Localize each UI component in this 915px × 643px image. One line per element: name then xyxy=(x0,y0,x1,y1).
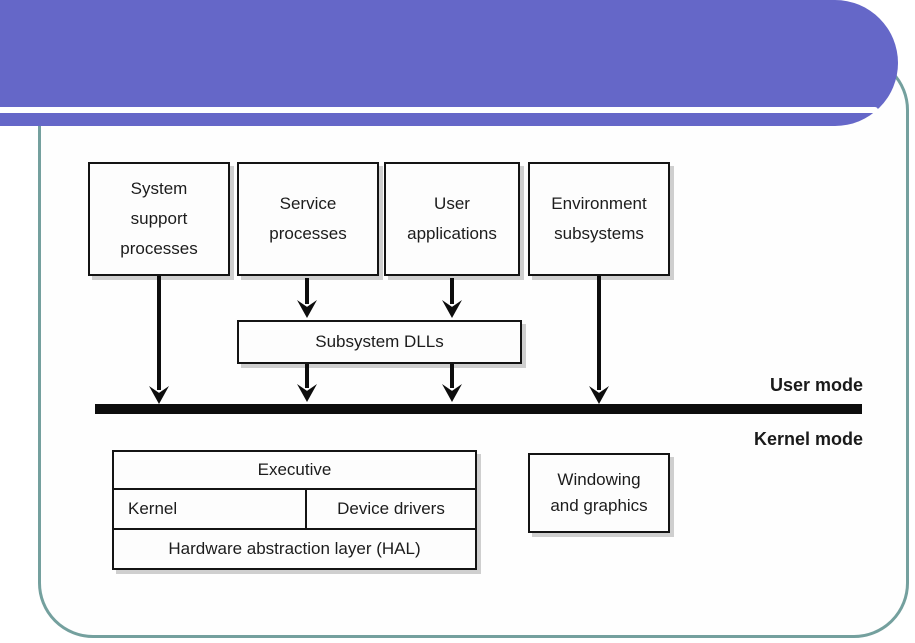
arrow-environment-shaft xyxy=(597,276,601,390)
box-device-drivers: Device drivers xyxy=(337,499,445,518)
box-environment-subsystems: Environment subsystems xyxy=(528,162,670,276)
title-banner xyxy=(0,0,898,126)
kernel-stack-middle-row: Kernel Device drivers xyxy=(112,488,477,530)
user-mode-label: User mode xyxy=(769,375,863,395)
arrow-service-to-dlls-shaft xyxy=(305,278,309,304)
box-windowing-graphics: Windowing and graphics xyxy=(528,453,670,533)
kernel-stack: Executive Kernel Device drivers Hardware… xyxy=(112,450,477,570)
box-service-processes: Service processes xyxy=(237,162,379,276)
arrow-dlls-left-shaft xyxy=(305,364,309,388)
box-user-applications: User applications xyxy=(384,162,520,276)
box-subsystem-dlls: Subsystem DLLs xyxy=(237,320,522,364)
box-hal: Hardware abstraction layer (HAL) xyxy=(112,528,477,570)
box-system-support-processes: System support processes xyxy=(88,162,230,276)
user-kernel-divider xyxy=(95,404,862,414)
arrow-dlls-right-shaft xyxy=(450,364,454,388)
arrow-system-support-shaft xyxy=(157,276,161,390)
box-executive: Executive xyxy=(112,450,477,490)
arrow-apps-to-dlls-shaft xyxy=(450,278,454,304)
banner-divider-line xyxy=(0,107,878,113)
kernel-mode-label: Kernel mode xyxy=(753,429,863,449)
box-kernel: Kernel xyxy=(114,490,307,528)
